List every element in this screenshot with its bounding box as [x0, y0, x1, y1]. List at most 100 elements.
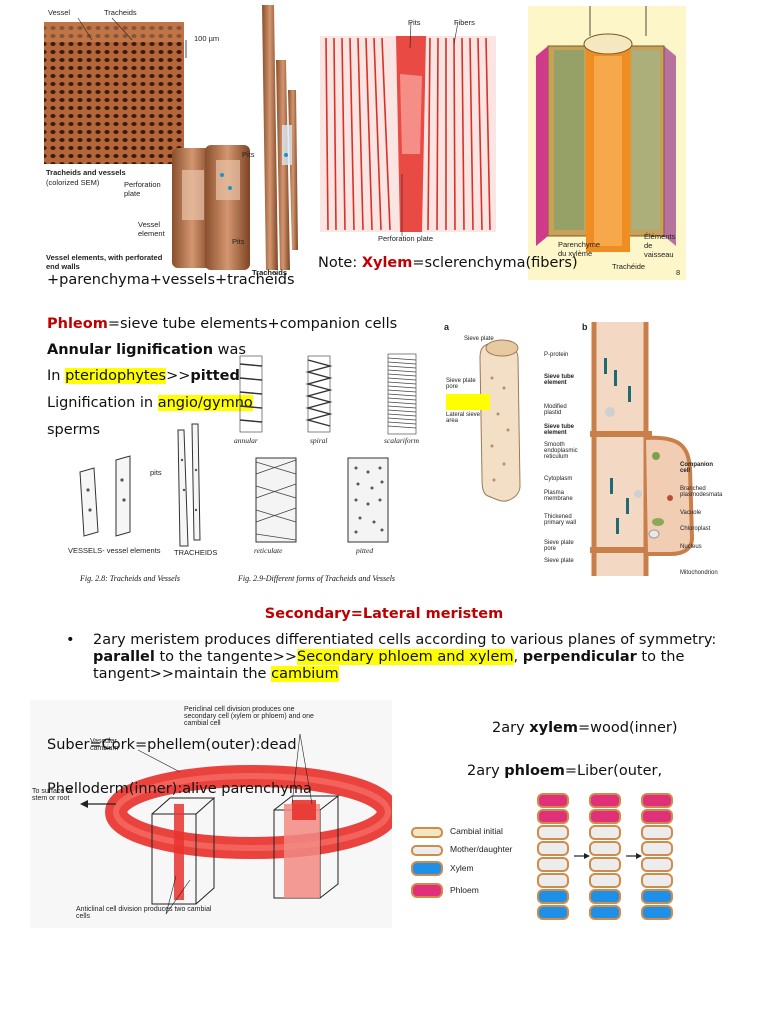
xylem2-bold: xylem [529, 720, 578, 736]
fig7-legend-phloem: Phloem [450, 885, 479, 895]
cambium-ring-illustration [80, 733, 392, 915]
cambial-cell [641, 873, 673, 888]
fig2-label-fibers: Fibers [454, 18, 475, 27]
fig4-label-reticulate: reticulate [254, 546, 283, 555]
cambial-cell [641, 905, 673, 920]
fig5-label-mitochondrion: Mitochondrion [680, 570, 718, 576]
fig5-label-sieve-plate-2: Sieve plate [544, 558, 574, 564]
cambial-cell [641, 857, 673, 872]
section-heading: Secondary=Lateral meristem [264, 606, 504, 622]
fig5-label-plasma-membrane: Plasma membrane [544, 490, 573, 502]
pterido-prefix: In [47, 368, 66, 384]
fig1-label-scale: 100 µm [194, 34, 220, 43]
fig6-label-surface: To surface of stem or root [32, 788, 73, 802]
sieve-tube-illustration [446, 322, 695, 576]
bullet-highlight-secondary: Secondary phloem and xylem [297, 649, 514, 665]
phloem-rest: =sieve tube elements+companion cells [107, 316, 398, 332]
fig5-panel-a: a [444, 322, 450, 332]
fig1-label-pits: Pits [232, 237, 245, 246]
cambial-cell [537, 825, 569, 840]
cambial-cell [589, 873, 621, 888]
fig1-label-vessel-elements: Vessel elements, with perforated end wal… [46, 253, 163, 271]
fig1-label-vessel: Vessel [48, 8, 71, 17]
fig4-label-pitted: pitted [356, 546, 374, 555]
fig6-label-periclinal: Periclinal cell division produces one se… [184, 706, 314, 727]
suber-line: Suber=Cork=phellem(outer):dead [47, 737, 297, 753]
fig5-label-smooth-er: Smooth endoplasmic reticulum [544, 442, 578, 460]
fig5-panel-b: b [582, 322, 588, 332]
cambial-cell [589, 793, 621, 808]
figure-cambium-ring: Periclinal cell division produces one se… [30, 700, 392, 928]
fig5-label-vacuole: Vacuole [680, 510, 702, 516]
phloem2-rest: =Liber(outer, [564, 763, 663, 779]
fig4-caption-2: Fig. 2.9-Different forms of Tracheids an… [238, 574, 396, 583]
fig5-label-modified-plastid: Modified plastid [544, 404, 567, 416]
bullet-t4: to the tangent>>maintain the [93, 649, 685, 682]
tracheids-vessels-illustration [44, 5, 298, 270]
cambial-cell [589, 905, 621, 920]
fig5-label-sieve-tube-2: Sieve tube element [544, 424, 575, 436]
fig1-label-vessel-element: Vessel element [138, 220, 165, 238]
figure-vessel-3d: Parenchyme du xylème Trachéide Éléments … [528, 6, 686, 280]
cambial-cell [589, 825, 621, 840]
fig1-label-pits-2: Pits [242, 150, 255, 159]
fig5-label-thickened-wall: Thickened primary wall [544, 514, 577, 526]
fig1-label-perforation: Perforation plate [124, 180, 161, 198]
fig2-label-pits: Pits [408, 18, 421, 27]
fig5-label-sieve-plate-pore: Sieve plate pore [446, 378, 476, 390]
cambial-cell [537, 841, 569, 856]
pterido-bold: pitted [190, 368, 240, 384]
parenchyma-line: +parenchyma+vessels+tracheids [47, 272, 295, 288]
pterido-highlight: pteridophytes [65, 368, 167, 384]
vessel-3d-illustration [536, 6, 676, 252]
annular-bold: Annular lignification [47, 342, 214, 358]
figure-tracheid-forms: annular spiral scalariform reticulate pi… [68, 350, 426, 590]
cambial-cells-illustration [411, 793, 673, 920]
fig5-label-companion-cell: Companion cell [680, 462, 713, 474]
lignif-prefix: Lignification in [47, 395, 158, 411]
cambial-cell [589, 809, 621, 824]
bullet-marker: • [66, 632, 75, 648]
secondary-xylem-line: 2ary xylem=wood(inner) [492, 719, 678, 737]
fig7-legend-mother: Mother/daughter [450, 844, 513, 854]
fig7-legend-xylem: Xylem [450, 863, 474, 873]
fig4-label-pits: pits [150, 468, 162, 477]
fig1-label-title: Tracheids and vessels [46, 168, 126, 177]
fig1-label-tracheids-2: Tracheids [252, 268, 288, 277]
note-term: Xylem [361, 255, 413, 271]
cambial-cell [589, 889, 621, 904]
fig1-label-tracheids: Tracheids [104, 8, 137, 17]
fig4-label-spiral: spiral [310, 436, 328, 445]
pterido-mid: >> [166, 368, 191, 384]
fig6-label-vascular-cambium: Vascular cambium [90, 738, 119, 752]
figure-fibers: Pits Fibers Perforation plate [318, 14, 498, 244]
bullet-perpendicular: perpendicular [522, 649, 637, 665]
fig1-label-sem: (colorized SEM) [46, 178, 100, 187]
fig3-label-tracheide: Trachéide [612, 262, 646, 271]
fig5-label-cytoplasm: Cytoplasm [544, 476, 573, 482]
xylem2-rest: =wood(inner) [577, 720, 678, 736]
bullet-highlight-cambium: cambium [271, 666, 339, 682]
fig5-label-branched-plasmodesmata: Branched plasmodesmata [680, 486, 723, 498]
fig3-label-page: 8 [676, 268, 681, 277]
secondary-phloem-line: 2ary phloem=Liber(outer, [467, 762, 662, 780]
annular-line: Annular lignification was [47, 341, 246, 359]
cambial-cell [537, 873, 569, 888]
sperms-line: sperms [47, 422, 101, 438]
lignification-line: Lignification in angio/gymno [47, 394, 253, 412]
fig4-label-vessels: VESSELS- vessel elements [68, 546, 161, 555]
fig7-legend-cambial: Cambial initial [450, 826, 503, 836]
fig5-label-chloroplast: Chloroplast [680, 526, 711, 532]
fig2-label-perforation: Perforation plate [378, 234, 434, 243]
bullet-paragraph: 2ary meristem produces differentiated ce… [93, 632, 733, 683]
note-xylem: Note: Xylem=sclerenchyma(fibers) [318, 254, 578, 272]
phloem2-prefix: 2ary [467, 763, 505, 779]
figure-cambial-cells: Cambial initial Mother/daughter Xylem Ph… [406, 786, 692, 928]
cambial-cell [589, 857, 621, 872]
figure-sieve-tube: a b Sieve plate Sieve plate pore Lateral… [442, 318, 732, 584]
figure-tracheids-vessels: Vessel Tracheids 100 µm Tracheids and ve… [40, 0, 302, 278]
xylem2-prefix: 2ary [492, 720, 530, 736]
cambial-cell [537, 793, 569, 808]
fig4-caption-1: Fig. 2.8: Tracheids and Vessels [80, 574, 180, 583]
bullet-t2: to the tangente>> [154, 649, 298, 665]
